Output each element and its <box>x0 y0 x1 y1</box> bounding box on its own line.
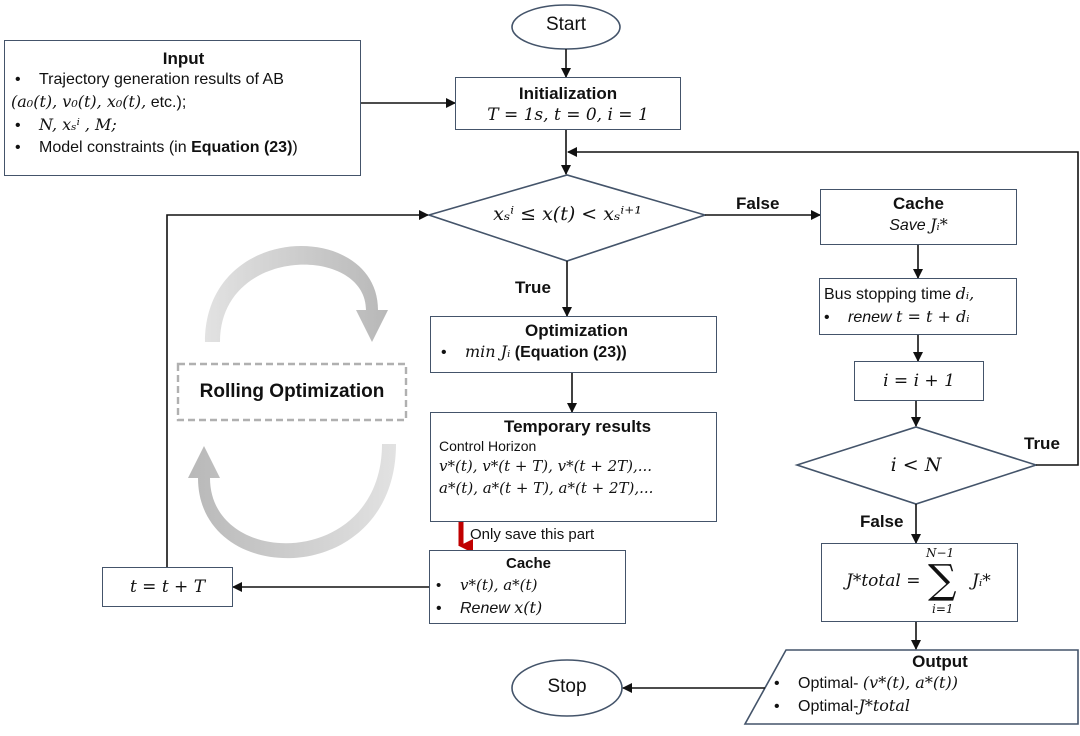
save-note: Only save this part <box>470 526 595 543</box>
temporary-results-title: Temporary results <box>503 417 652 436</box>
velocity-sequence: v*(t), v*(t + T), v*(t + 2T),... <box>439 457 653 475</box>
bus-stopping-line: Bus stopping time dᵢ, <box>824 284 975 303</box>
output-title: Output <box>912 652 968 671</box>
cache-control-item-values: v*(t), a*(t) <box>432 574 625 597</box>
rolling-arrow-bottom <box>188 444 396 559</box>
arrow-loop-true-to-decision <box>567 147 1079 466</box>
start-label: Start <box>545 14 587 35</box>
initialization-box: Initialization T = 1s, t = 0, i = 1 <box>455 77 681 130</box>
stop-label: Stop <box>547 676 587 697</box>
total-cost-box: J*total = N−1 ∑ i=1 Jᵢ* <box>821 543 1018 622</box>
decision-position-formula: xₛⁱ ≤ x(t) < xₛⁱ⁺¹ <box>493 203 642 225</box>
total-sum-bottom: i=1 <box>932 602 954 616</box>
input-box: Input Trajectory generation results of A… <box>4 40 361 176</box>
input-title: Input <box>162 49 205 68</box>
sum-sigma-icon: ∑ <box>928 557 957 603</box>
cache-save-title: Cache <box>892 194 945 213</box>
time-update-box: t = t + T <box>102 567 233 607</box>
increment-box: i = i + 1 <box>854 361 984 401</box>
initialization-title: Initialization <box>518 84 618 103</box>
rolling-arrow-top <box>205 246 388 342</box>
acceleration-sequence: a*(t), a*(t + T), a*(t + 2T),... <box>439 479 654 497</box>
cache-control-box: Cache v*(t), a*(t) Renew x(t) <box>429 550 626 624</box>
bus-renew-line: renew t = t + dᵢ <box>820 306 1016 329</box>
total-cost-rhs: Jᵢ* <box>972 571 991 591</box>
initialization-formula: T = 1s, t = 0, i = 1 <box>487 105 649 125</box>
bus-stopping-box: Bus stopping time dᵢ, renew t = t + dᵢ <box>819 278 1017 335</box>
output-item-trajectory: Optimal- (v*(t), a*(t)) <box>770 672 1070 695</box>
input-item-params: N, xₛⁱ , M; <box>11 114 356 137</box>
cache-control-item-renew: Renew x(t) <box>432 597 625 620</box>
decision-position-true-label: True <box>515 278 551 297</box>
optimization-objective: min Jᵢ (Equation (23)) <box>437 341 716 364</box>
optimization-box: Optimization min Jᵢ (Equation (23)) <box>430 316 717 373</box>
total-sum-top: N−1 <box>926 546 955 560</box>
input-item-constraints: Model constraints (in Equation (23)) <box>11 137 356 159</box>
rolling-optimization-label: Rolling Optimization <box>199 381 385 402</box>
arrow-time-to-decision <box>166 210 429 567</box>
decision-count-formula: i < N <box>890 454 942 476</box>
output-content: Output Optimal- (v*(t), a*(t)) Optimal-J… <box>770 652 1070 718</box>
cache-control-title: Cache <box>505 555 552 572</box>
input-item-trajectory: Trajectory generation results of AB <box>11 69 356 91</box>
total-cost-lhs: J*total = <box>846 571 921 591</box>
decision-position-false-label: False <box>736 194 780 213</box>
temporary-results-box: Temporary results Control Horizon v*(t),… <box>430 412 717 522</box>
optimization-title: Optimization <box>525 321 628 340</box>
decision-count-false-label: False <box>860 512 904 531</box>
rolling-dashed-frame <box>176 362 408 422</box>
decision-count-true-label: True <box>1024 434 1060 453</box>
input-item-trajectory-vars: (a₀(t), v₀(t), x₀(t), etc.); <box>11 92 187 111</box>
control-horizon-label: Control Horizon <box>439 438 537 454</box>
cache-save-content: Save Jᵢ* <box>889 215 948 234</box>
output-item-total: Optimal-J*total <box>770 695 1070 718</box>
cache-save-box: Cache Save Jᵢ* <box>820 189 1017 245</box>
time-update-formula: t = t + T <box>129 577 206 597</box>
increment-formula: i = i + 1 <box>883 371 955 391</box>
